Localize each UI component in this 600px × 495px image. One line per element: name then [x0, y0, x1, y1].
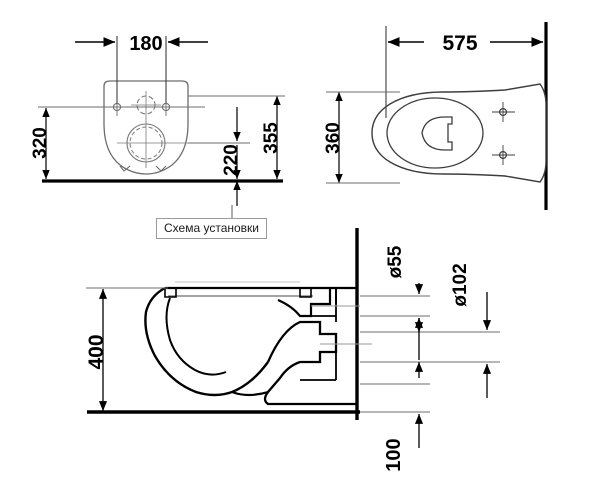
view-plan: 575 360 [323, 22, 548, 210]
dim-label-575: 575 [442, 32, 477, 55]
rear-pan-scallop [119, 165, 167, 172]
dim-label-220: 220 [221, 144, 242, 176]
dim-label-400: 400 [85, 334, 108, 369]
plan-water-area [421, 116, 453, 151]
dim-label-55: ø55 [385, 245, 406, 278]
dim-label-100: 100 [383, 438, 405, 471]
side-inlet-duct [277, 288, 332, 318]
side-rim-notch-right [299, 288, 312, 298]
dim-label-320: 320 [30, 127, 51, 159]
side-bowl-inner-profile [165, 297, 227, 376]
side-bowl-bottom-join [231, 390, 269, 397]
side-rim-notch-left [164, 288, 177, 298]
installation-scheme-caption[interactable]: Схема установки [156, 218, 267, 239]
view-side-section: 400 ø55 ø102 100 [85, 228, 500, 472]
dim-label-180: 180 [129, 33, 162, 55]
view-rear-elevation: 180 320 220 355 [30, 33, 285, 206]
dim-label-102: ø102 [450, 263, 471, 306]
side-bowl-outer-profile [144, 286, 269, 397]
dim-label-355: 355 [261, 122, 282, 154]
side-waste-outlet-body [263, 320, 357, 406]
dim-label-360: 360 [323, 122, 344, 154]
